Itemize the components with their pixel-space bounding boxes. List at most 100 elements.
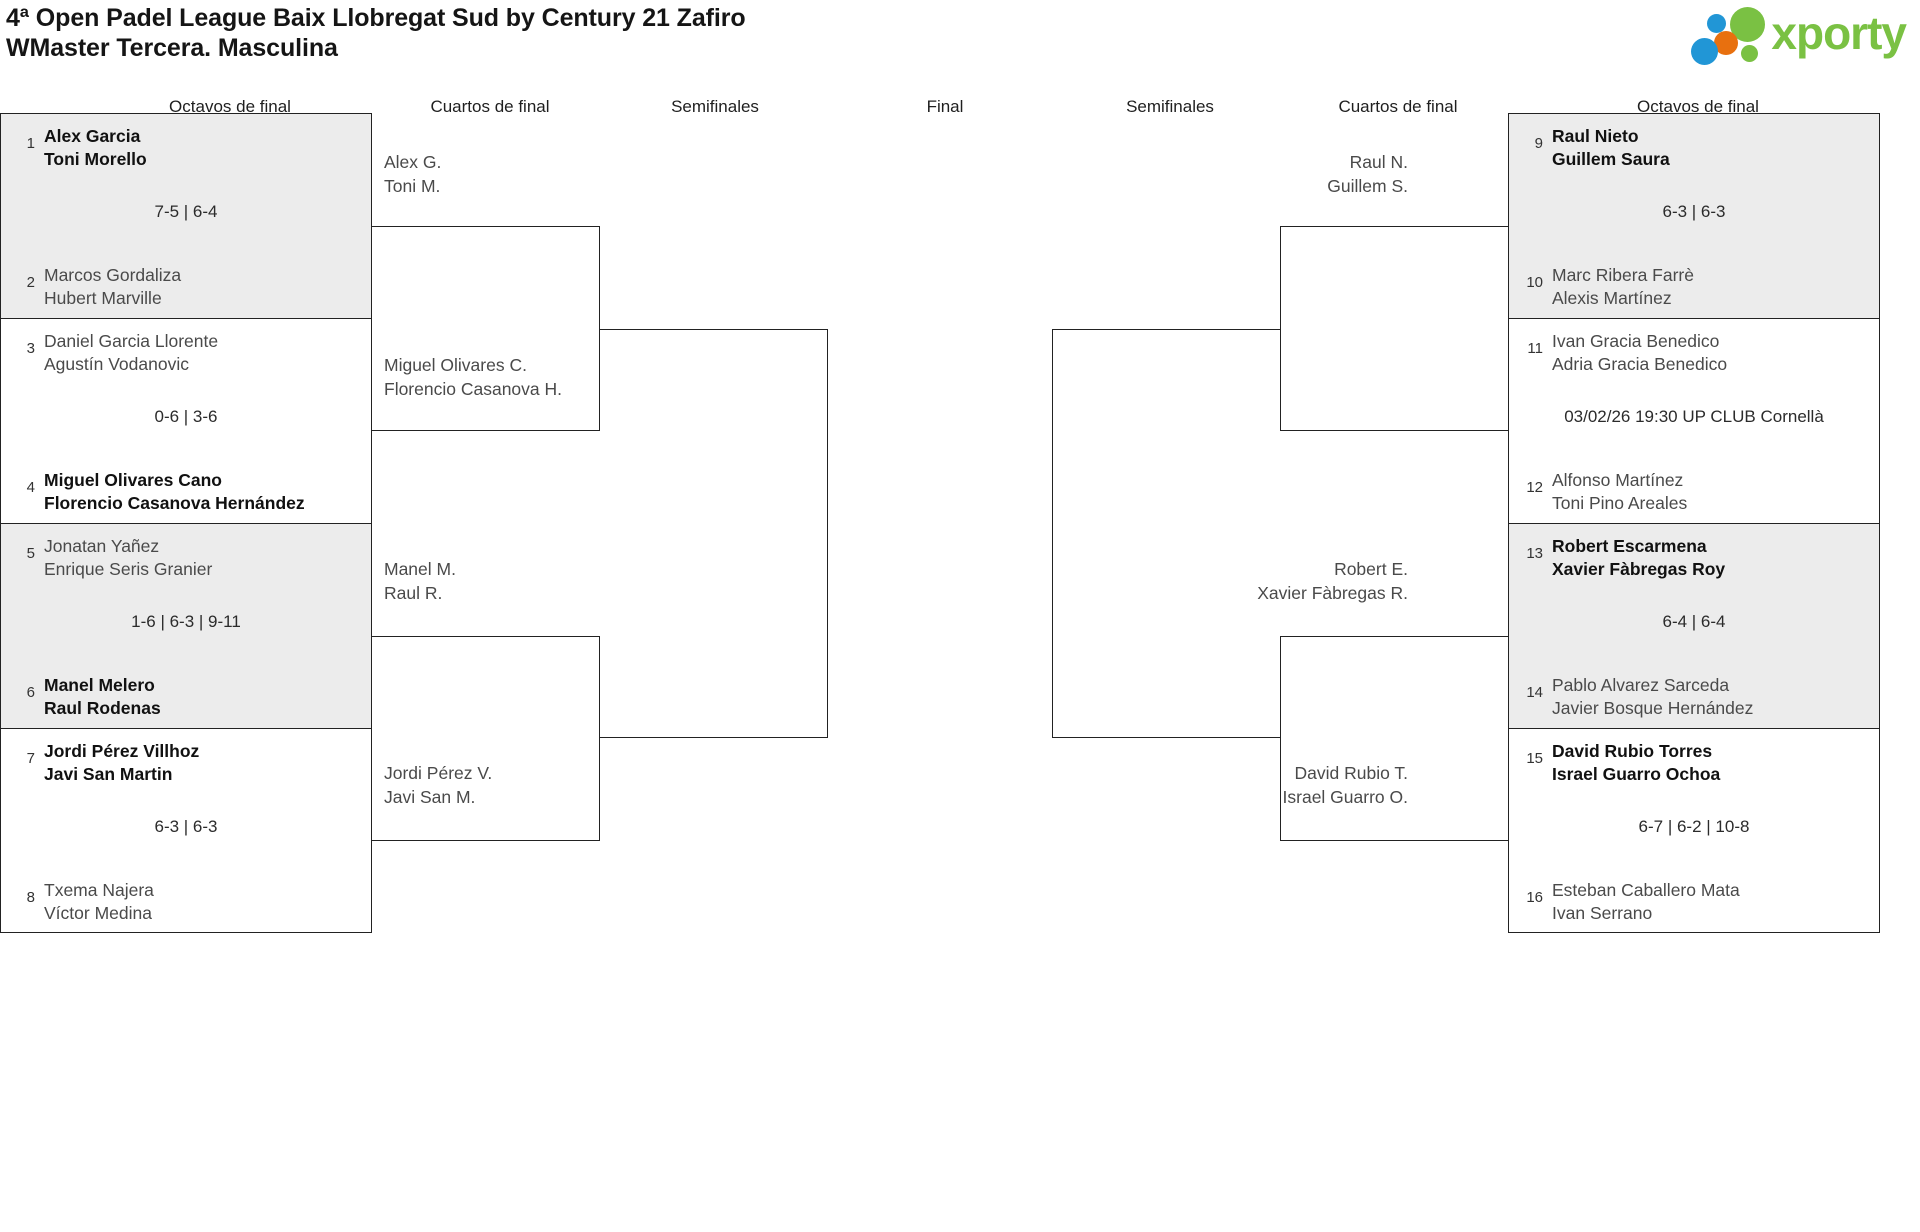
team-names: Manel Melero Raul Rodenas: [35, 674, 161, 720]
team-names: Miguel Olivares Cano Florencio Casanova …: [35, 469, 305, 515]
player-name: Robert E.: [1334, 559, 1408, 579]
player-name: Florencio Casanova H.: [384, 379, 562, 399]
player-name: Manel M.: [384, 559, 456, 579]
player-name: Manel Melero: [44, 675, 155, 695]
player-name: Alexis Martínez: [1552, 288, 1672, 308]
seed-number: 16: [1526, 889, 1543, 906]
round-header-right-cuartos: Cuartos de final: [1338, 97, 1458, 116]
match-block[interactable]: 15 David Rubio Torres Israel Guarro Ocho…: [1508, 728, 1880, 933]
team-entry[interactable]: 9 Raul Nieto Guillem Saura: [1509, 125, 1879, 171]
page-title: 4ª Open Padel League Baix Llobregat Sud …: [6, 3, 1106, 63]
round-header-right-octavos: Octavos de final: [1637, 97, 1759, 116]
logo-dot-green-small: [1741, 45, 1759, 62]
seed-number: 9: [1534, 135, 1543, 152]
match-result: 6-3 | 6-3: [1662, 202, 1726, 221]
player-name: Miguel Olivares C.: [384, 355, 527, 375]
team-entry[interactable]: 7 Jordi Pérez Villhoz Javi San Martin: [1, 740, 371, 786]
team-entry[interactable]: 11 Ivan Gracia Benedico Adria Gracia Ben…: [1509, 330, 1879, 376]
team-entry[interactable]: 15 David Rubio Torres Israel Guarro Ocho…: [1509, 740, 1879, 786]
seed-number: 11: [1527, 340, 1543, 357]
player-name: Daniel Garcia Llorente: [44, 331, 219, 351]
team-names: David Rubio Torres Israel Guarro Ochoa: [1543, 740, 1720, 786]
cuartos-entry-right-2[interactable]: Robert E. Xavier Fàbregas R.: [1257, 557, 1408, 605]
player-name: Raul R.: [384, 583, 443, 603]
title-line-1: 4ª Open Padel League Baix Llobregat Sud …: [6, 4, 746, 32]
match-result: 6-7 | 6-2 | 10-8: [1638, 817, 1750, 836]
team-entry[interactable]: 8 Txema Najera Víctor Medina: [1, 879, 371, 925]
team-entry[interactable]: 4 Miguel Olivares Cano Florencio Casanov…: [1, 469, 371, 515]
team-names: Ivan Gracia Benedico Adria Gracia Benedi…: [1543, 330, 1727, 376]
seed-number: 13: [1526, 545, 1543, 562]
seed-number: 4: [26, 479, 35, 496]
logo-dot-blue-large: [1691, 38, 1719, 65]
match-block[interactable]: 1 Alex Garcia Toni Morello 7-5 | 6-4 2 M…: [0, 113, 372, 318]
team-entry[interactable]: 3 Daniel Garcia Llorente Agustín Vodanov…: [1, 330, 371, 376]
seed-number: 10: [1526, 274, 1543, 291]
match-block[interactable]: 9 Raul Nieto Guillem Saura 6-3 | 6-3 10 …: [1508, 113, 1880, 318]
player-name: Robert Escarmena: [1552, 536, 1707, 556]
cuartos-entry-left-3[interactable]: Manel M. Raul R.: [384, 557, 456, 605]
player-name: Florencio Casanova Hernández: [44, 493, 305, 513]
team-names: Daniel Garcia Llorente Agustín Vodanovic: [35, 330, 218, 376]
seed-number: 15: [1526, 750, 1543, 767]
cuartos-entry-right-1[interactable]: Raul N. Guillem S.: [1327, 150, 1408, 198]
player-name: Toni Morello: [44, 149, 147, 169]
player-name: Agustín Vodanovic: [44, 354, 189, 374]
left-octavos-column: 1 Alex Garcia Toni Morello 7-5 | 6-4 2 M…: [0, 113, 372, 933]
logo-dots-icon: [1691, 5, 1766, 65]
round-header-right-semis: Semifinales: [1126, 97, 1214, 116]
logo-dot-blue-small: [1707, 14, 1727, 33]
team-names: Raul Nieto Guillem Saura: [1543, 125, 1670, 171]
player-name: David Rubio T.: [1294, 763, 1409, 783]
logo-dot-orange: [1714, 31, 1739, 55]
team-names: Alex Garcia Toni Morello: [35, 125, 147, 171]
player-name: Enrique Seris Granier: [44, 559, 213, 579]
seed-number: 6: [26, 684, 35, 701]
seed-number: 2: [26, 274, 35, 291]
team-entry[interactable]: 12 Alfonso Martínez Toni Pino Areales: [1509, 469, 1879, 515]
team-names: Marc Ribera Farrè Alexis Martínez: [1543, 264, 1694, 310]
match-block[interactable]: 7 Jordi Pérez Villhoz Javi San Martin 6-…: [0, 728, 372, 933]
cuartos-connector-left-top: [372, 226, 600, 431]
team-entry[interactable]: 5 Jonatan Yañez Enrique Seris Granier: [1, 535, 371, 581]
seed-number: 5: [26, 545, 35, 562]
player-name: Xavier Fàbregas Roy: [1552, 559, 1726, 579]
team-entry[interactable]: 14 Pablo Alvarez Sarceda Javier Bosque H…: [1509, 674, 1879, 720]
match-result: 6-4 | 6-4: [1662, 612, 1726, 631]
player-name: Raul Rodenas: [44, 698, 161, 718]
match-block[interactable]: 5 Jonatan Yañez Enrique Seris Granier 1-…: [0, 523, 372, 728]
player-name: Alfonso Martínez: [1552, 470, 1684, 490]
player-name: Jonatan Yañez: [44, 536, 160, 556]
team-names: Pablo Alvarez Sarceda Javier Bosque Hern…: [1543, 674, 1753, 720]
team-entry[interactable]: 2 Marcos Gordaliza Hubert Marville: [1, 264, 371, 310]
xporty-logo[interactable]: xporty: [1691, 4, 1907, 65]
team-names: Alfonso Martínez Toni Pino Areales: [1543, 469, 1687, 515]
match-block[interactable]: 3 Daniel Garcia Llorente Agustín Vodanov…: [0, 318, 372, 523]
seed-number: 12: [1526, 479, 1543, 496]
team-entry[interactable]: 1 Alex Garcia Toni Morello: [1, 125, 371, 171]
cuartos-entry-left-2[interactable]: Miguel Olivares C. Florencio Casanova H.: [384, 353, 562, 401]
match-block[interactable]: 11 Ivan Gracia Benedico Adria Gracia Ben…: [1508, 318, 1880, 523]
team-entry[interactable]: 13 Robert Escarmena Xavier Fàbregas Roy: [1509, 535, 1879, 581]
semifinal-connector-left: [600, 329, 828, 738]
team-entry[interactable]: 10 Marc Ribera Farrè Alexis Martínez: [1509, 264, 1879, 310]
team-entry[interactable]: 6 Manel Melero Raul Rodenas: [1, 674, 371, 720]
match-schedule: 03/02/26 19:30 UP CLUB Cornellà: [1564, 407, 1824, 426]
team-entry[interactable]: 16 Esteban Caballero Mata Ivan Serrano: [1509, 879, 1879, 925]
player-name: Raul N.: [1349, 152, 1408, 172]
cuartos-entry-left-1[interactable]: Alex G. Toni M.: [384, 150, 441, 198]
player-name: Israel Guarro O.: [1282, 787, 1408, 807]
player-name: Guillem Saura: [1552, 149, 1670, 169]
team-names: Esteban Caballero Mata Ivan Serrano: [1543, 879, 1740, 925]
player-name: Toni M.: [384, 176, 441, 196]
seed-number: 1: [26, 135, 35, 152]
team-names: Jonatan Yañez Enrique Seris Granier: [35, 535, 212, 581]
player-name: Alex G.: [384, 152, 442, 172]
match-result: 0-6 | 3-6: [154, 407, 218, 426]
round-header-left-semis: Semifinales: [671, 97, 759, 116]
match-block[interactable]: 13 Robert Escarmena Xavier Fàbregas Roy …: [1508, 523, 1880, 728]
cuartos-entry-left-4[interactable]: Jordi Pérez V. Javi San M.: [384, 761, 492, 809]
seed-number: 8: [26, 889, 35, 906]
cuartos-entry-right-3[interactable]: David Rubio T. Israel Guarro O.: [1283, 761, 1408, 809]
player-name: Xavier Fàbregas R.: [1257, 583, 1408, 603]
